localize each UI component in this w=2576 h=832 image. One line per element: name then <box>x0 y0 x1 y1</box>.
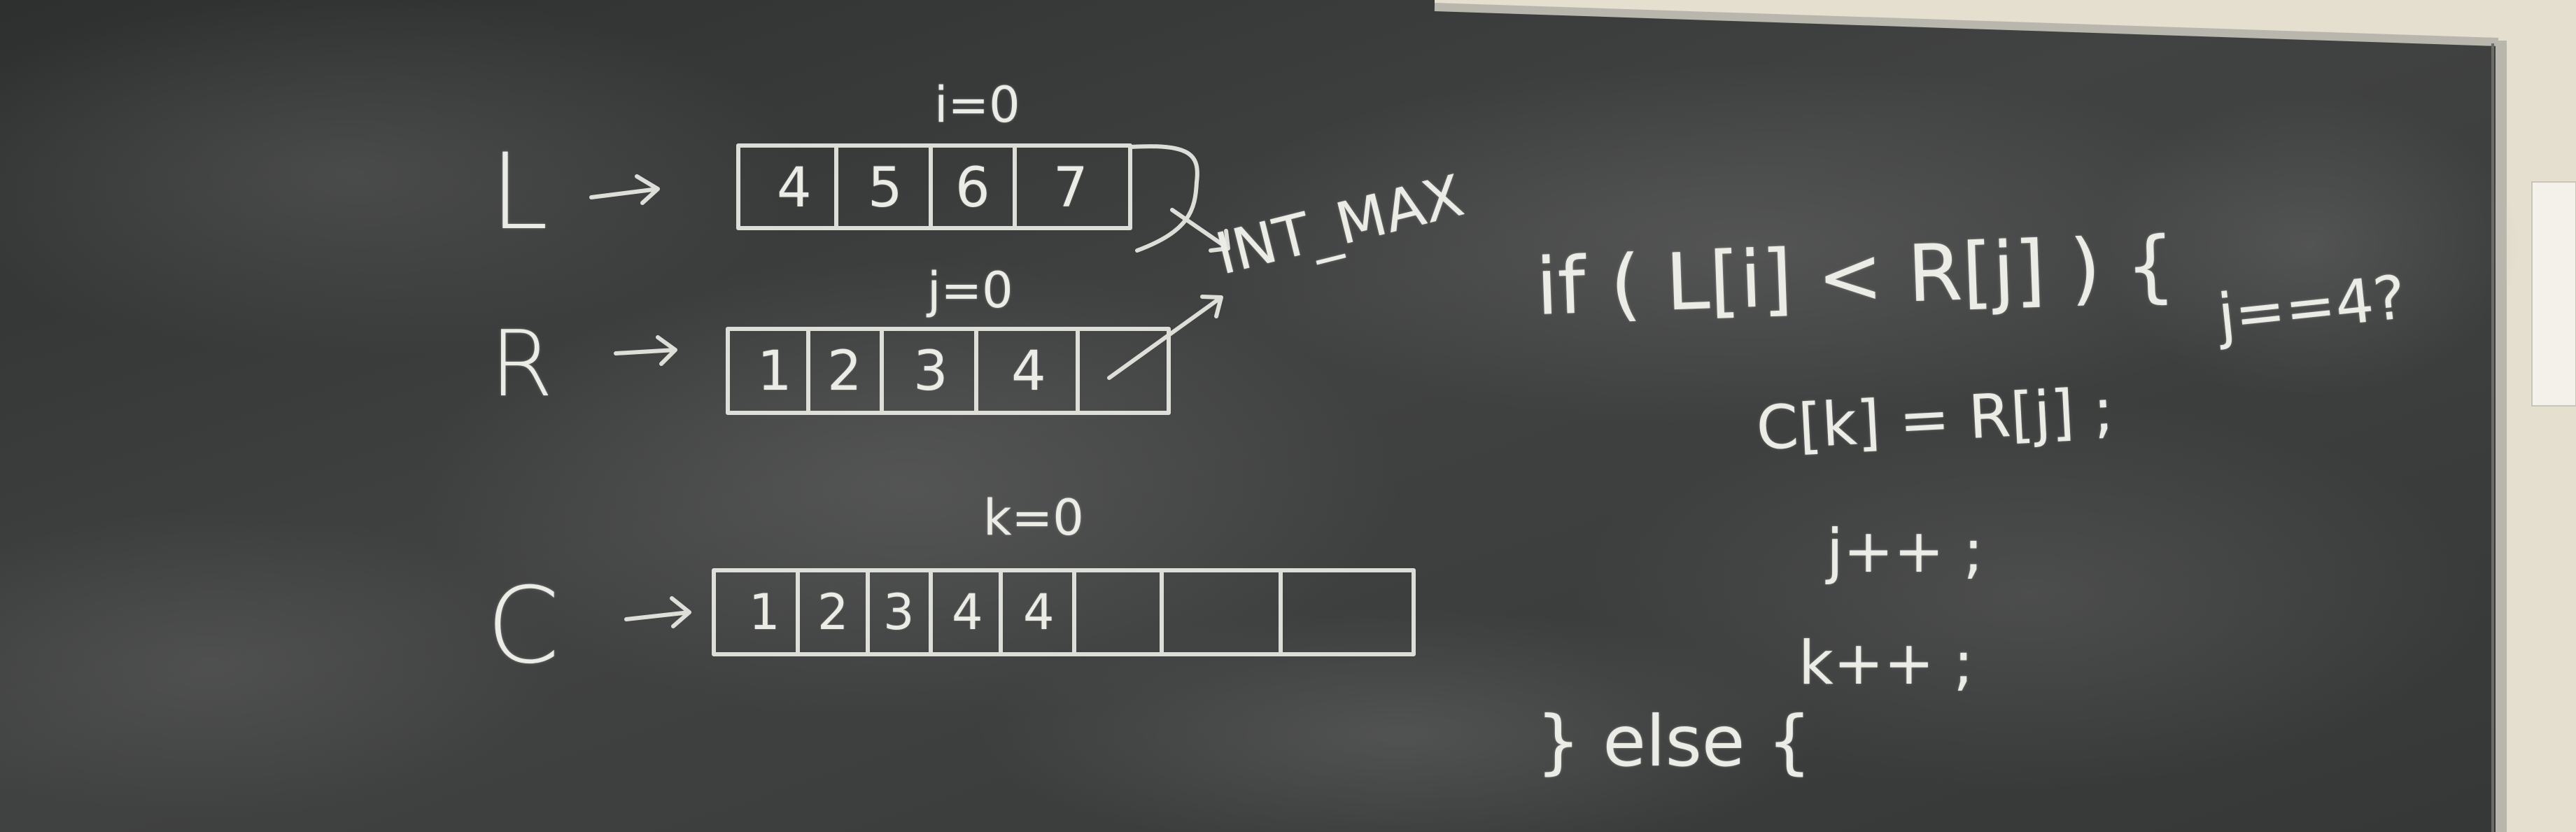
index-label-j: j=0 <box>927 262 1013 319</box>
array-C-arrow <box>624 596 691 628</box>
array-R-cell: 4 <box>1011 340 1046 403</box>
array-L-sentinel-cell <box>1128 144 1199 253</box>
array-C-cell: 4 <box>1023 584 1055 641</box>
array-C-box <box>712 568 1416 656</box>
code-line-else: } else { <box>1536 700 1812 782</box>
array-C-name: C <box>486 565 560 687</box>
code-line-assign: C[k] = R[j] ; <box>1754 375 2116 464</box>
index-label-k: k=0 <box>983 489 1084 547</box>
side-note: j==4? <box>2214 262 2409 352</box>
code-line-if: if ( L[i] < R[j] ) { <box>1534 220 2177 333</box>
sentinel-arrow-R <box>1107 295 1223 380</box>
array-L-cell: 5 <box>868 157 903 220</box>
code-line-k-increment: k++ ; <box>1799 628 1974 698</box>
array-C-cell: 1 <box>749 584 780 641</box>
array-L-box <box>736 143 1132 230</box>
index-label-i: i=0 <box>934 76 1020 134</box>
sentinel-arrow-L <box>1170 208 1230 253</box>
array-C-cell: 4 <box>952 584 983 641</box>
array-C-cell: 3 <box>883 584 915 641</box>
array-R-cell: 2 <box>827 340 862 403</box>
array-L-cell: 7 <box>1053 157 1088 220</box>
array-R-arrow <box>614 335 677 366</box>
code-line-j-increment: j++ ; <box>1827 516 1984 586</box>
board-frame-top <box>1434 3 2499 46</box>
eraser-smudges <box>0 0 2519 832</box>
array-L-arrow <box>589 174 660 205</box>
array-L-name: L <box>490 132 549 253</box>
array-L-cell: 6 <box>955 157 990 220</box>
array-R-box <box>726 327 1171 415</box>
array-R-name: R <box>490 311 554 417</box>
array-L-cell: 4 <box>777 157 812 220</box>
wall-paper-notice <box>2531 181 2576 407</box>
array-R-cell: 1 <box>757 340 792 403</box>
array-R-cell: 3 <box>913 340 948 403</box>
array-C-cell: 2 <box>817 584 849 641</box>
